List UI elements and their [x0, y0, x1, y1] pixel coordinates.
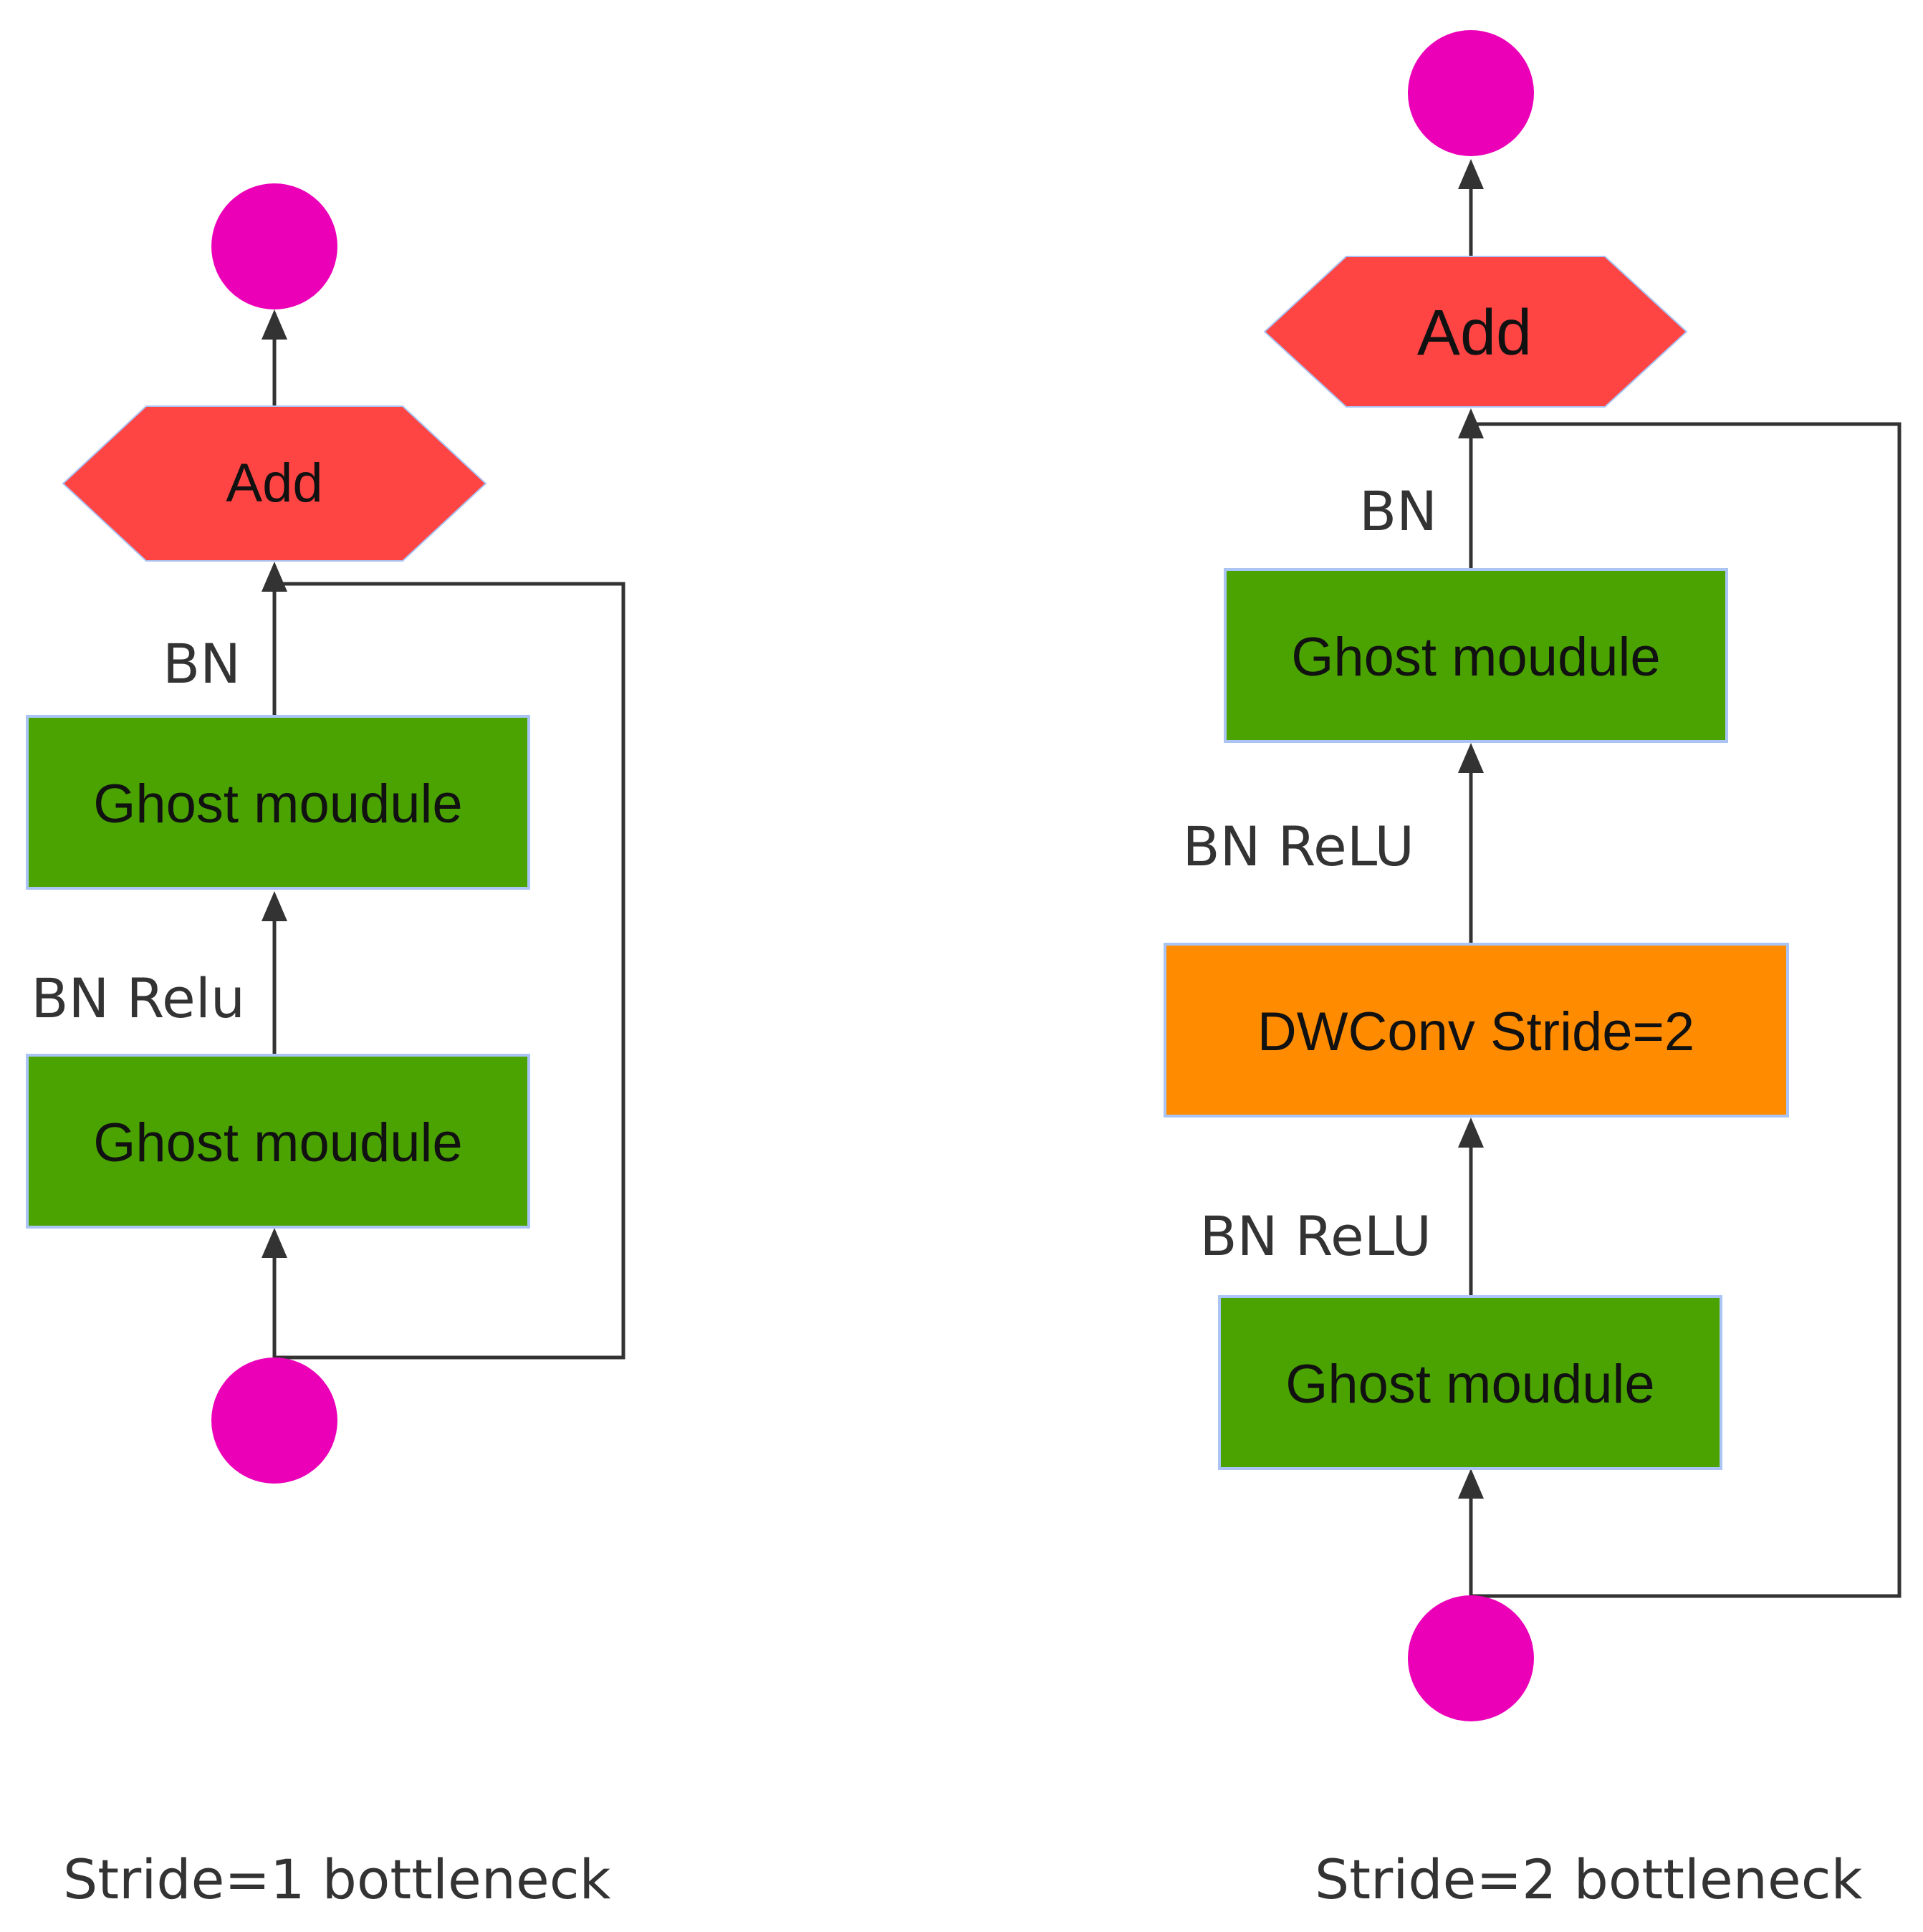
left-add-node [62, 405, 487, 562]
edge-left-skip-connection [274, 582, 625, 1360]
right-bottleneck: Add BN Ghost moudule BN ReLU DWConv Stri… [1164, 30, 1902, 1911]
edge-right-skip-connection [1471, 422, 1902, 1598]
left-ghost-module-top-label: Ghost moudule [93, 774, 462, 835]
arrowhead-left-add [262, 562, 287, 592]
right-ghost-module-top [1224, 568, 1728, 743]
arrowhead-right-ghost-top [1458, 743, 1484, 773]
left-ghost-module-bottom [26, 1054, 530, 1229]
right-edge-label-bn: BN [1359, 479, 1437, 543]
right-dwconv-label: DWConv Stride=2 [1257, 1001, 1694, 1062]
left-bottleneck: Add BN Ghost moudule BN Relu Ghost moudu… [26, 183, 625, 1911]
right-output-node [1408, 30, 1534, 156]
left-ghost-module-top [26, 715, 530, 890]
left-output-node [211, 183, 337, 309]
right-ghost-module-top-label: Ghost moudule [1291, 627, 1660, 688]
arrowhead-right-ghost-bottom [1458, 1469, 1484, 1499]
arrowhead-right-dwconv [1458, 1118, 1484, 1148]
left-ghost-module-bottom-label: Ghost moudule [93, 1112, 462, 1173]
right-caption: Stride=2 bottleneck [1315, 1847, 1863, 1911]
right-dwconv-node [1164, 943, 1789, 1118]
right-add-node [1263, 256, 1688, 408]
arrowhead-right-output [1458, 159, 1484, 189]
arrowhead-left-ghost-top [262, 891, 287, 921]
left-input-node [211, 1357, 337, 1484]
left-caption: Stride=1 bottleneck [63, 1847, 611, 1911]
left-edge-label-bn: BN [163, 632, 241, 696]
arrowhead-left-output [262, 309, 287, 340]
right-add-label: Add [1417, 297, 1532, 369]
right-input-node [1408, 1595, 1534, 1721]
arrowhead-left-ghost-bottom [262, 1228, 287, 1258]
left-edge-label-bn-relu: BN Relu [31, 966, 245, 1030]
left-add-label: Add [226, 453, 322, 514]
right-edge-label-bn-relu-upper: BN ReLU [1183, 814, 1414, 878]
right-ghost-module-bottom [1218, 1295, 1722, 1470]
right-edge-label-bn-relu-lower: BN ReLU [1200, 1204, 1432, 1268]
right-ghost-module-bottom-label: Ghost moudule [1285, 1354, 1654, 1415]
